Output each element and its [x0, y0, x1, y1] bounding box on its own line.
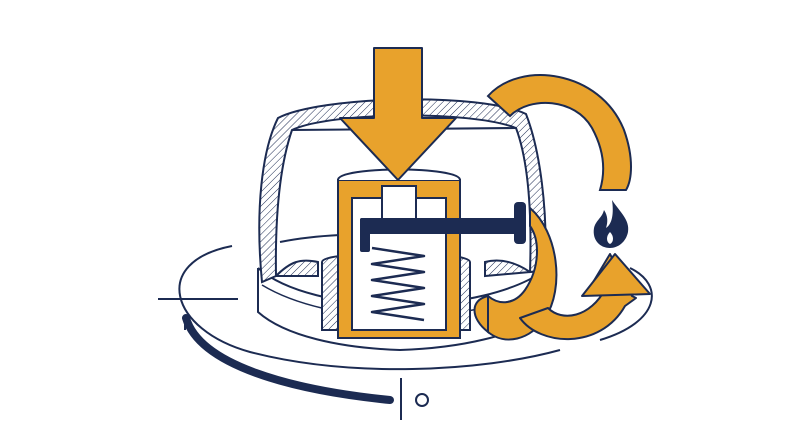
down-arrow-icon: [339, 47, 457, 181]
spring-icon: [362, 246, 436, 331]
indicator-dot-icon: [400, 378, 429, 420]
dial-scale-arc: [182, 314, 394, 404]
base-ring-icon: [158, 234, 653, 371]
flame-icon: [593, 200, 629, 248]
shaft: [381, 185, 417, 223]
rotate-arrow-icon: [473, 74, 651, 341]
latch-pin-icon: [360, 202, 526, 252]
